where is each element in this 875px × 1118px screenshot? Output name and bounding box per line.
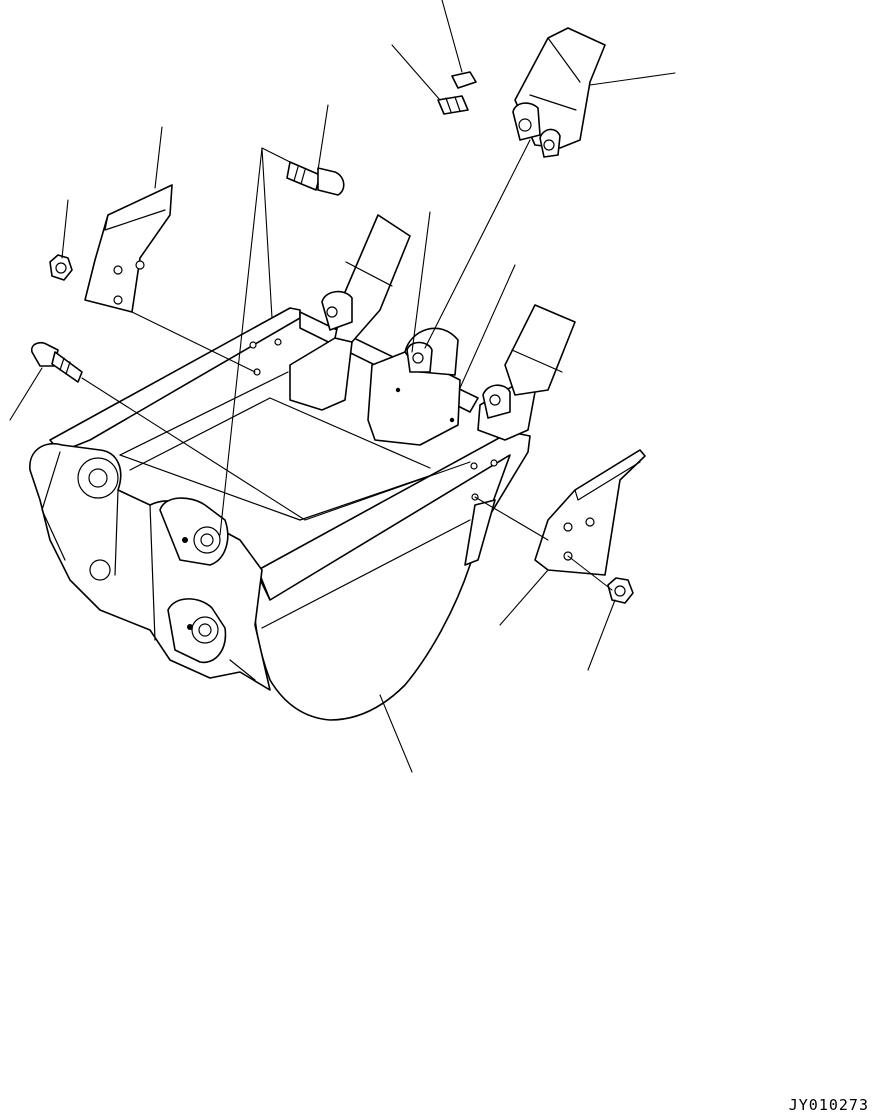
bolt [30, 342, 83, 383]
bolt [286, 161, 345, 196]
side-cutter-right [534, 449, 646, 576]
nut [49, 254, 73, 281]
tooth-pin [451, 71, 477, 89]
assembly-lines [81, 139, 613, 591]
side-cutter-left [84, 184, 173, 313]
tooth-point [512, 27, 606, 158]
tooth-adapter [289, 214, 576, 446]
nut [607, 577, 634, 604]
tooth-lock [437, 95, 469, 115]
callout-leaders [9, 0, 676, 773]
drawing-code: JY010273 [788, 1096, 869, 1114]
